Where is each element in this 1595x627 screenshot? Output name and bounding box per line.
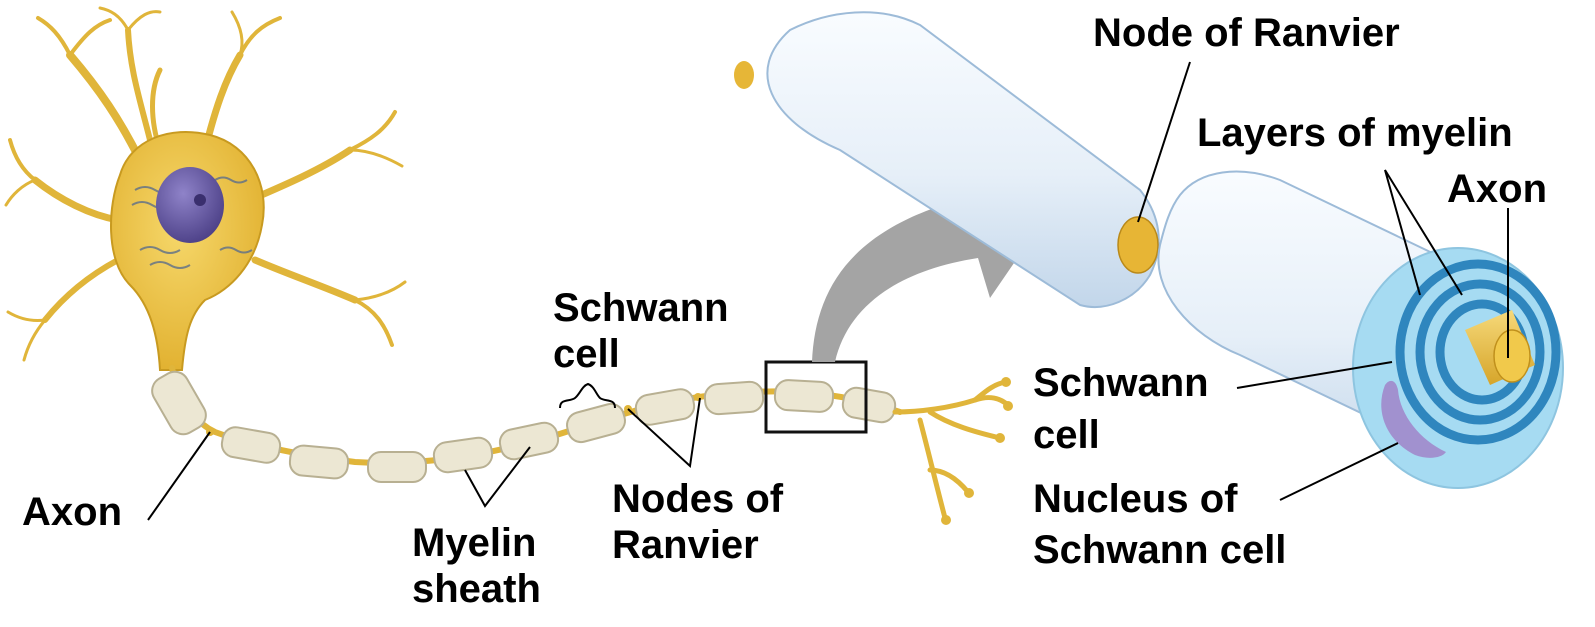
label-nucleus-line1: Nucleus of <box>1033 476 1237 522</box>
neuron-nucleus <box>156 167 224 243</box>
label-schwann-cell-big-line2: cell <box>1033 412 1100 458</box>
axon-stub <box>734 61 754 89</box>
myelin-segments <box>147 367 897 482</box>
label-myelin-sheath-line2: sheath <box>412 566 541 612</box>
node-exposed-axon <box>1118 217 1158 273</box>
label-layers-of-myelin: Layers of myelin <box>1197 110 1513 156</box>
label-axon-right: Axon <box>1447 166 1547 212</box>
sheath-segment-1 <box>767 12 1158 307</box>
label-nodes-of-ranvier-line2: Ranvier <box>612 522 759 568</box>
label-schwann-cell-small-line2: cell <box>553 331 620 377</box>
label-nodes-of-ranvier-line1: Nodes of <box>612 476 783 522</box>
label-schwann-cell-big-line1: Schwann <box>1033 360 1209 406</box>
label-schwann-cell-small-line1: Schwann <box>553 285 729 331</box>
label-nucleus-line2: Schwann cell <box>1033 527 1286 573</box>
axon-core-face <box>1494 330 1530 382</box>
label-myelin-sheath-line1: Myelin <box>412 520 536 566</box>
nucleolus <box>194 194 206 206</box>
axon-terminals <box>895 382 1008 518</box>
label-axon-left: Axon <box>22 489 122 535</box>
label-node-of-ranvier: Node of Ranvier <box>1093 10 1400 56</box>
